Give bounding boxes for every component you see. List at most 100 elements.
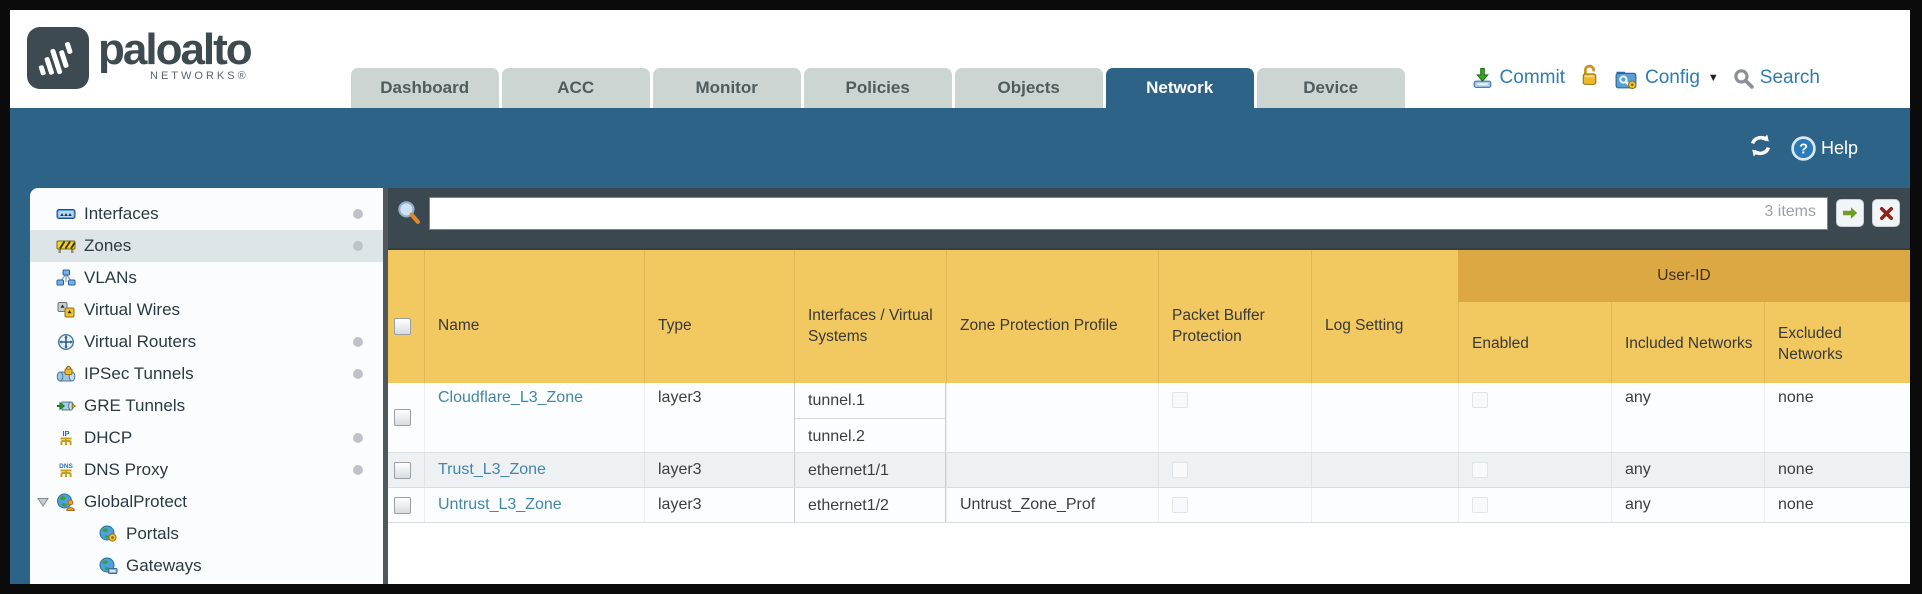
- table-row: Untrust_L3_Zone layer3 ethernet1/2 Untru…: [388, 488, 1910, 523]
- sidebar-item-interfaces[interactable]: Interfaces: [30, 198, 383, 230]
- packet-buffer-checkbox[interactable]: [1172, 462, 1188, 478]
- excluded-networks-value: none: [1778, 461, 1814, 478]
- status-dot: [353, 241, 363, 251]
- column-header-packet-buffer[interactable]: Packet Buffer Protection: [1158, 250, 1311, 383]
- sidebar-item-globalprotect[interactable]: GlobalProtect: [30, 486, 383, 518]
- help-label: Help: [1820, 137, 1858, 158]
- log-setting-cell: [1311, 383, 1458, 452]
- filter-search-icon: [398, 201, 420, 224]
- apply-filter-button[interactable]: [1836, 199, 1864, 227]
- status-dot: [353, 209, 363, 219]
- sidebar-item-gre-tunnels[interactable]: GRE Tunnels: [30, 390, 383, 422]
- sidebar-item-dhcp[interactable]: IP DHCP: [30, 422, 383, 454]
- tab-acc[interactable]: ACC: [501, 68, 650, 108]
- included-networks-value: any: [1625, 389, 1651, 406]
- zone-name-link[interactable]: Trust_L3_Zone: [438, 461, 546, 478]
- excluded-networks-value: none: [1778, 496, 1814, 513]
- user-id-enabled-checkbox[interactable]: [1472, 497, 1488, 513]
- column-header-enabled[interactable]: Enabled: [1458, 250, 1611, 383]
- row-checkbox[interactable]: [393, 496, 411, 514]
- packet-buffer-checkbox[interactable]: [1172, 392, 1188, 408]
- table-header: Name Type Interfaces / Virtual Systems Z…: [388, 248, 1910, 383]
- user-id-enabled-checkbox[interactable]: [1472, 392, 1488, 408]
- sidebar-divider: [383, 188, 388, 584]
- svg-text:IP: IP: [62, 429, 69, 438]
- zone-type: layer3: [658, 461, 702, 478]
- zone-name-link[interactable]: Untrust_L3_Zone: [438, 496, 562, 513]
- sidebar-item-gateways[interactable]: Gateways: [30, 550, 383, 582]
- status-dot: [353, 369, 363, 379]
- column-header-interfaces[interactable]: Interfaces / Virtual Systems: [794, 250, 946, 383]
- column-header-name[interactable]: Name: [424, 250, 644, 383]
- item-count: 3 items: [1764, 203, 1816, 220]
- lock-icon[interactable]: [1579, 64, 1600, 92]
- column-header-excluded-networks[interactable]: Excluded Networks: [1764, 250, 1910, 383]
- brand-subtitle: NETWORKS®: [150, 70, 249, 83]
- globalprotect-icon: [57, 493, 75, 511]
- sidebar-item-virtual-wires[interactable]: Virtual Wires: [30, 294, 383, 326]
- filter-input-wrap: 3 items: [429, 197, 1828, 230]
- table-row: Cloudflare_L3_Zone layer3 tunnel.1 tunne…: [388, 383, 1910, 453]
- help-button[interactable]: ? Help: [1790, 135, 1858, 162]
- svg-text:?: ?: [1799, 141, 1808, 157]
- search-icon: [1734, 68, 1754, 89]
- column-header-type[interactable]: Type: [644, 250, 794, 383]
- chevron-down-icon: ▼: [1707, 72, 1719, 84]
- paloalto-logo-icon: [27, 27, 89, 89]
- row-checkbox[interactable]: [393, 461, 411, 479]
- vlans-icon: [56, 269, 76, 286]
- status-dot: [353, 465, 363, 475]
- sidebar-item-zones[interactable]: Zones: [30, 230, 383, 262]
- sidebar-item-vlans[interactable]: VLANs: [30, 262, 383, 294]
- interface-value: tunnel.1: [808, 392, 865, 409]
- interfaces-cell: ethernet1/2: [794, 488, 946, 522]
- tab-network[interactable]: Network: [1105, 68, 1254, 108]
- content-area: Interfaces Zones: [10, 188, 1910, 584]
- tab-policies[interactable]: Policies: [803, 68, 952, 108]
- tab-objects[interactable]: Objects: [954, 68, 1103, 108]
- search-button[interactable]: Search: [1733, 67, 1820, 89]
- config-menu[interactable]: Config ▼: [1614, 67, 1719, 90]
- tab-dashboard[interactable]: Dashboard: [350, 68, 499, 108]
- dns-proxy-icon: DNS: [59, 463, 74, 477]
- filter-input[interactable]: [429, 197, 1828, 230]
- main-nav-tabs: Dashboard ACC Monitor Policies Objects N…: [350, 10, 1405, 108]
- dhcp-icon: IP: [60, 429, 72, 445]
- zone-name-link[interactable]: Cloudflare_L3_Zone: [438, 389, 583, 406]
- zone-type: layer3: [658, 496, 702, 513]
- column-header-included-networks[interactable]: Included Networks: [1611, 250, 1764, 383]
- select-all-checkbox[interactable]: [393, 318, 411, 335]
- packet-buffer-checkbox[interactable]: [1172, 497, 1188, 513]
- refresh-button[interactable]: [1747, 133, 1774, 163]
- sidebar-item-virtual-routers[interactable]: Virtual Routers: [30, 326, 383, 358]
- virtual-routers-icon: [57, 333, 75, 351]
- zone-type: layer3: [658, 389, 702, 406]
- commit-button[interactable]: Commit: [1471, 67, 1565, 90]
- zones-icon: [56, 240, 76, 253]
- column-header-log-setting[interactable]: Log Setting: [1311, 250, 1458, 383]
- table-row: Trust_L3_Zone layer3 ethernet1/1 any non…: [388, 453, 1910, 488]
- zone-protection-cell: [946, 453, 1158, 487]
- search-label: Search: [1759, 67, 1820, 88]
- clear-filter-button[interactable]: [1872, 199, 1900, 227]
- tab-device[interactable]: Device: [1256, 68, 1405, 108]
- zone-protection-cell: Untrust_Zone_Prof: [946, 488, 1158, 522]
- user-id-group-header: User-ID: [1458, 250, 1910, 302]
- column-header-zone-protection[interactable]: Zone Protection Profile: [946, 250, 1158, 383]
- help-icon: ?: [1791, 135, 1816, 161]
- commit-label: Commit: [1499, 67, 1565, 88]
- sidebar-item-dns-proxy[interactable]: DNS DNS Proxy: [30, 454, 383, 486]
- main-panel: 3 items Name Typ: [388, 188, 1910, 584]
- sidebar-item-ipsec-tunnels[interactable]: IPSec Tunnels: [30, 358, 383, 390]
- user-id-enabled-checkbox[interactable]: [1472, 462, 1488, 478]
- interface-value: ethernet1/2: [808, 497, 889, 514]
- row-checkbox[interactable]: [393, 409, 411, 426]
- virtual-wires-icon: [57, 302, 75, 318]
- interface-value: tunnel.2: [795, 418, 945, 453]
- utility-bar: Commit Config ▼: [1471, 64, 1820, 92]
- expand-triangle-icon[interactable]: [36, 496, 50, 508]
- commit-icon: [1473, 67, 1491, 88]
- interfaces-icon: [56, 209, 76, 219]
- tab-monitor[interactable]: Monitor: [652, 68, 801, 108]
- sidebar-item-portals[interactable]: Portals: [30, 518, 383, 550]
